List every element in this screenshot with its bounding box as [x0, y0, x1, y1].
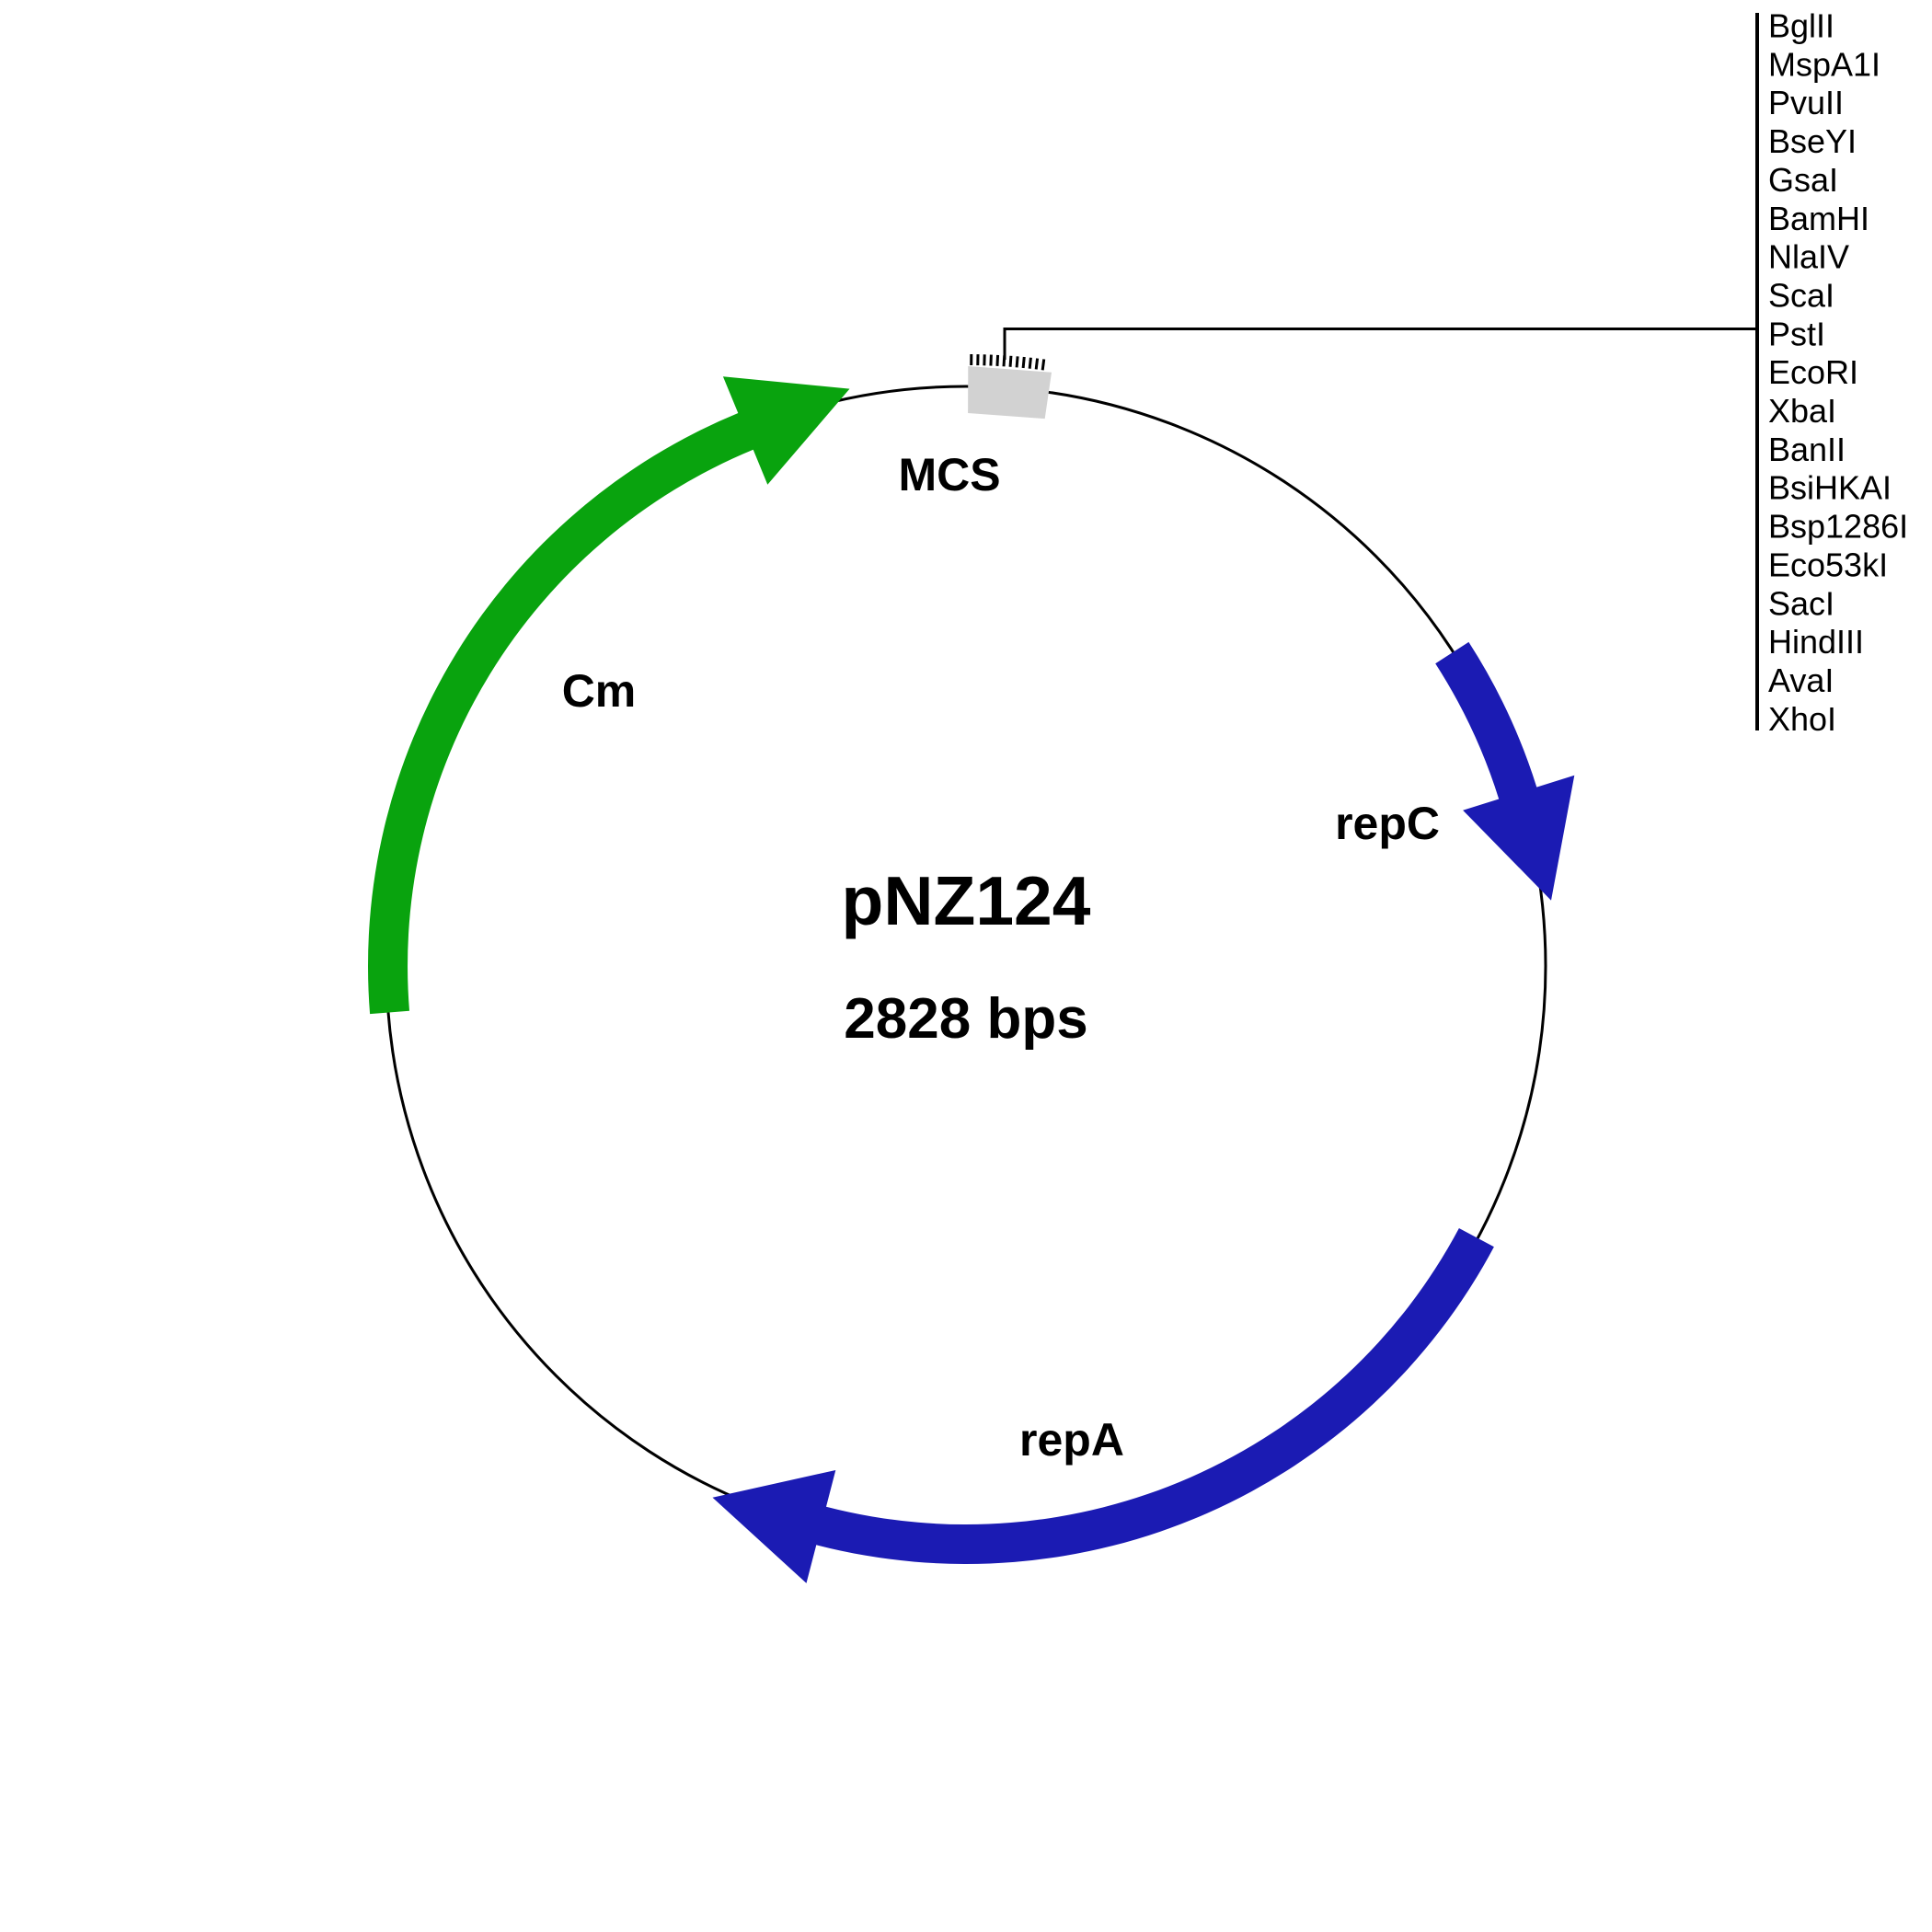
mcs-leader-line	[1003, 328, 1757, 360]
enzyme-name: SacI	[1768, 584, 1834, 622]
feature-label-repA: repA	[1019, 1414, 1124, 1466]
mcs-tick-mark	[1041, 359, 1046, 371]
mcs-tick-mark	[1021, 356, 1026, 369]
mcs-tick-mark	[1028, 357, 1032, 369]
plasmid-name: pNZ124	[842, 862, 1091, 939]
enzyme-name: AvaI	[1768, 661, 1834, 699]
mcs-tick-mark	[1015, 356, 1019, 368]
enzyme-name: GsaI	[1768, 161, 1838, 199]
enzyme-name: BsiHKAI	[1768, 469, 1892, 507]
enzyme-name: EcoRI	[1768, 353, 1858, 391]
enzyme-name: NlaIV	[1768, 238, 1849, 276]
mcs-label: MCS	[898, 449, 1000, 500]
enzyme-name: BanII	[1768, 431, 1846, 468]
enzyme-name: ScaI	[1768, 276, 1834, 314]
enzyme-name: Eco53kI	[1768, 546, 1888, 583]
feature-arrow-repA	[712, 1228, 1494, 1583]
enzyme-name: MspA1I	[1768, 45, 1880, 83]
mcs-tick-mark	[995, 354, 1000, 366]
enzyme-name: XhoI	[1768, 700, 1836, 738]
mcs-site-box	[968, 366, 1052, 420]
plasmid-size: 2828 bps	[844, 987, 1087, 1051]
enzyme-name: BamHI	[1768, 200, 1869, 237]
enzyme-name: PstI	[1768, 315, 1825, 352]
plasmid-render-layer	[368, 13, 1759, 1583]
enzyme-name: HindIII	[1768, 623, 1864, 661]
enzyme-name: BglII	[1768, 7, 1834, 45]
mcs-tick-mark	[1034, 358, 1040, 370]
enzyme-name: PvuII	[1768, 84, 1844, 121]
feature-arrow-repC	[1435, 641, 1575, 901]
enzyme-name: XbaI	[1768, 392, 1836, 430]
feature-label-repC: repC	[1335, 798, 1440, 849]
enzyme-name: BseYI	[1768, 122, 1857, 160]
enzyme-list: BglIIMspA1IPvuIIBseYIGsaIBamHINlaIVScaIP…	[1768, 7, 1908, 738]
enzyme-name: Bsp1286I	[1768, 508, 1908, 546]
feature-label-cm: Cm	[562, 665, 637, 717]
feature-arrow-cm	[368, 376, 850, 1015]
mcs-tick-mark	[1008, 355, 1013, 367]
